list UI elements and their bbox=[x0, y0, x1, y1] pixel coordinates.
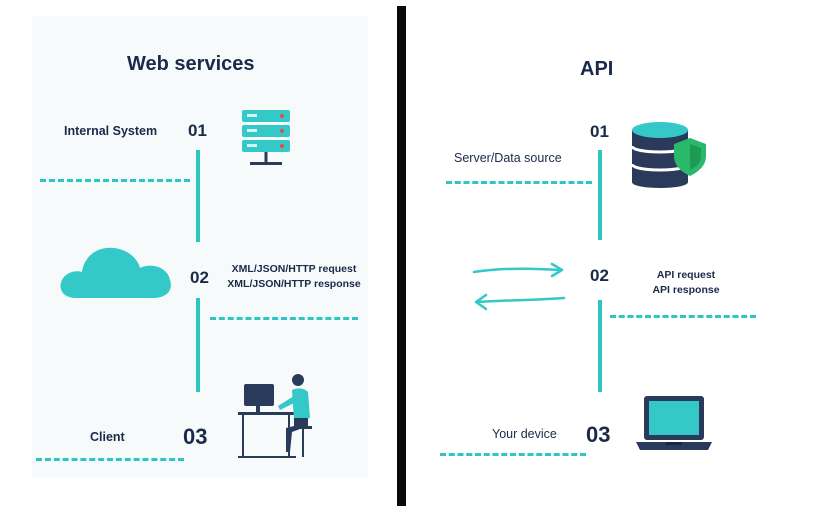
request-response-label: XML/JSON/HTTP request XML/JSON/HTTP resp… bbox=[224, 262, 364, 292]
step-label-your-device: Your device bbox=[492, 427, 557, 441]
cloud-icon bbox=[60, 247, 171, 298]
request-response-label: API request API response bbox=[636, 268, 736, 298]
person-at-computer-icon bbox=[238, 374, 312, 458]
dashed-separator bbox=[210, 317, 358, 320]
step-number-02: 02 bbox=[190, 268, 209, 287]
step-number-01: 01 bbox=[188, 121, 207, 140]
dashed-separator bbox=[440, 453, 586, 456]
dashed-separator bbox=[610, 315, 756, 318]
database-shield-icon bbox=[630, 122, 706, 188]
step-number-01: 01 bbox=[590, 122, 609, 141]
step-number-03: 03 bbox=[586, 422, 611, 447]
dashed-separator bbox=[446, 181, 592, 184]
request-label: XML/JSON/HTTP request bbox=[231, 263, 357, 275]
step-label-internal-system: Internal System bbox=[64, 124, 158, 138]
server-rack-icon bbox=[242, 110, 290, 165]
timeline-segment bbox=[598, 300, 602, 392]
panel-background bbox=[32, 16, 368, 478]
response-label: XML/JSON/HTTP response bbox=[227, 278, 361, 290]
timeline-segment bbox=[196, 298, 200, 392]
dashed-separator bbox=[40, 179, 190, 182]
step-label-server-data-source: Server/Data source bbox=[454, 151, 562, 165]
panel-divider bbox=[397, 6, 406, 506]
web-services-panel: Web services Internal System 01 02 XML/J… bbox=[0, 0, 400, 522]
panel-title: API bbox=[580, 58, 614, 80]
request-label: API request bbox=[656, 269, 716, 281]
response-label: API response bbox=[652, 284, 720, 296]
laptop-icon bbox=[636, 396, 712, 450]
step-number-03: 03 bbox=[183, 424, 208, 449]
timeline-segment bbox=[196, 150, 200, 242]
step-number-02: 02 bbox=[590, 266, 609, 285]
timeline-segment bbox=[598, 150, 602, 240]
exchange-arrows-icon bbox=[472, 262, 566, 311]
dashed-separator bbox=[36, 458, 184, 461]
step-label-client: Client bbox=[90, 430, 125, 444]
api-panel: API 01 Server/Data source 02 API request… bbox=[408, 0, 840, 522]
panel-title: Web services bbox=[127, 53, 255, 75]
